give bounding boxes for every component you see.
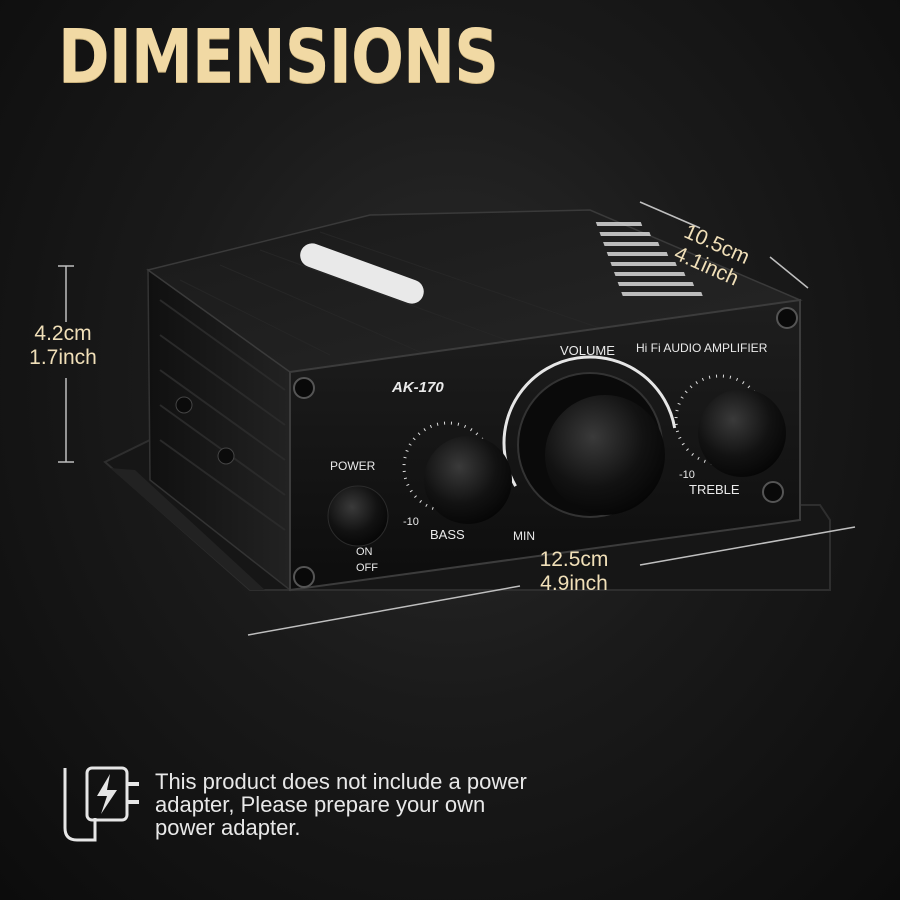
screw-icon (293, 566, 315, 588)
page-title: DIMENSIONS (58, 14, 499, 100)
power-off-label: OFF (356, 562, 378, 574)
volume-knob (545, 395, 665, 515)
screw-icon (776, 307, 798, 329)
volume-label: VOLUME (560, 343, 615, 358)
notice-text: This product does not include a power ad… (155, 769, 527, 840)
screw-icon (293, 377, 315, 399)
width-line (247, 585, 521, 636)
bass-label: BASS (430, 527, 465, 542)
width-cm: 12.5cm (539, 548, 609, 571)
power-switch (327, 485, 389, 547)
panel-label: Hi Fi AUDIO AMPLIFIER (636, 341, 768, 355)
top-label-plate (300, 243, 424, 304)
power-adapter-icon (63, 766, 139, 842)
height-cm: 4.2cm (34, 322, 92, 345)
height-inch: 1.7inch (29, 346, 97, 369)
width-dimension: 12.5cm 4.9inch (514, 548, 634, 596)
screw-icon (762, 481, 784, 503)
height-dimension: 4.2cm 1.7inch (8, 322, 118, 370)
depth-line (639, 201, 701, 229)
dimension-lines (58, 201, 856, 636)
screw-icon (217, 447, 235, 465)
screw-icon (175, 396, 193, 414)
power-label: POWER (330, 459, 376, 473)
bass-min-label: -10 (403, 516, 419, 528)
bass-knob (424, 436, 512, 524)
treble-min-label: -10 (679, 469, 695, 481)
volume-ring (502, 355, 678, 531)
width-inch: 4.9inch (540, 572, 608, 595)
power-on-label: ON (356, 546, 373, 558)
treble-label: TREBLE (689, 482, 740, 497)
treble-knob (698, 389, 786, 477)
volume-min-label: MIN (513, 529, 535, 543)
model-label: AK-170 (391, 379, 444, 396)
